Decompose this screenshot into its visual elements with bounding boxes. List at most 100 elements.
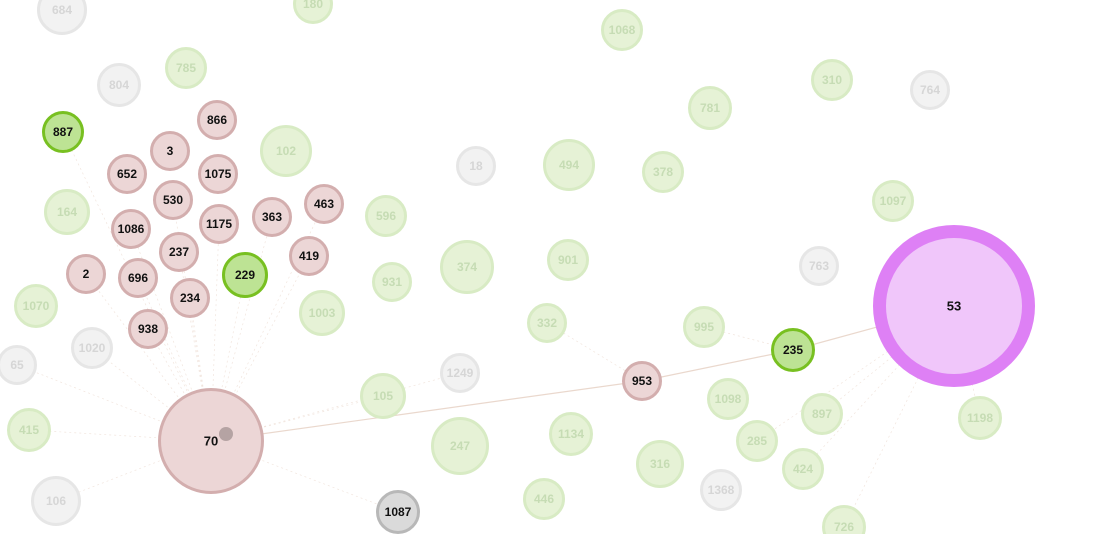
node-circle[interactable] [37, 0, 87, 35]
node-circle[interactable] [153, 180, 193, 220]
node-circle[interactable] [636, 440, 684, 488]
node-circle[interactable] [42, 111, 84, 153]
node-1098[interactable]: 1098 [707, 378, 749, 420]
node-494[interactable]: 494 [543, 139, 595, 191]
node-18[interactable]: 18 [456, 146, 496, 186]
node-circle[interactable] [707, 378, 749, 420]
node-1020[interactable]: 1020 [71, 327, 113, 369]
node-180[interactable]: 180 [293, 0, 333, 24]
node-897[interactable]: 897 [801, 393, 843, 435]
node-circle[interactable] [304, 184, 344, 224]
node-3[interactable]: 3 [150, 131, 190, 171]
node-1003[interactable]: 1003 [299, 290, 345, 336]
node-70[interactable]: 70 [158, 388, 264, 494]
node-circle[interactable] [293, 0, 333, 24]
node-763[interactable]: 763 [799, 246, 839, 286]
node-696[interactable]: 696 [118, 258, 158, 298]
node-circle[interactable] [299, 290, 345, 336]
node-781[interactable]: 781 [688, 86, 732, 130]
node-105[interactable]: 105 [360, 373, 406, 419]
node-234[interactable]: 234 [170, 278, 210, 318]
node-circle[interactable] [159, 232, 199, 272]
node-887[interactable]: 887 [42, 111, 84, 153]
node-circle[interactable] [549, 412, 593, 456]
node-415[interactable]: 415 [7, 408, 51, 452]
node-circle[interactable] [700, 469, 742, 511]
node-446[interactable]: 446 [523, 478, 565, 520]
node-1075[interactable]: 1075 [198, 154, 238, 194]
node-circle[interactable] [523, 478, 565, 520]
node-circle[interactable] [873, 225, 1035, 387]
node-circle[interactable] [622, 361, 662, 401]
node-circle[interactable] [872, 180, 914, 222]
node-684[interactable]: 684 [37, 0, 87, 35]
node-circle[interactable] [118, 258, 158, 298]
node-652[interactable]: 652 [107, 154, 147, 194]
node-circle[interactable] [440, 353, 480, 393]
node-circle[interactable] [31, 476, 81, 526]
node-circle[interactable] [44, 189, 90, 235]
node-circle[interactable] [7, 408, 51, 452]
node-1249[interactable]: 1249 [440, 353, 480, 393]
node-circle[interactable] [910, 70, 950, 110]
node-circle[interactable] [736, 420, 778, 462]
node-235[interactable]: 235 [771, 328, 815, 372]
node-circle[interactable] [360, 373, 406, 419]
node-circle[interactable] [822, 505, 866, 534]
node-866[interactable]: 866 [197, 100, 237, 140]
node-circle[interactable] [642, 151, 684, 193]
node-1134[interactable]: 1134 [549, 412, 593, 456]
node-1086[interactable]: 1086 [111, 209, 151, 249]
node-circle[interactable] [543, 139, 595, 191]
node-circle[interactable] [771, 328, 815, 372]
node-circle[interactable] [811, 59, 853, 101]
node-circle[interactable] [376, 490, 420, 534]
node-53[interactable]: 53 [873, 225, 1035, 387]
node-circle[interactable] [150, 131, 190, 171]
node-102[interactable]: 102 [260, 125, 312, 177]
node-1175[interactable]: 1175 [199, 204, 239, 244]
node-circle[interactable] [14, 284, 58, 328]
node-237[interactable]: 237 [159, 232, 199, 272]
node-circle[interactable] [372, 262, 412, 302]
node-circle[interactable] [252, 197, 292, 237]
node-circle[interactable] [0, 345, 37, 385]
node-374[interactable]: 374 [440, 240, 494, 294]
node-circle[interactable] [527, 303, 567, 343]
node-931[interactable]: 931 [372, 262, 412, 302]
node-circle[interactable] [440, 240, 494, 294]
node-circle[interactable] [158, 388, 264, 494]
node-circle[interactable] [128, 309, 168, 349]
node-circle[interactable] [958, 396, 1002, 440]
node-circle[interactable] [801, 393, 843, 435]
node-953[interactable]: 953 [622, 361, 662, 401]
node-1198[interactable]: 1198 [958, 396, 1002, 440]
node-circle[interactable] [456, 146, 496, 186]
node-995[interactable]: 995 [683, 306, 725, 348]
node-circle[interactable] [683, 306, 725, 348]
node-65[interactable]: 65 [0, 345, 37, 385]
node-1368[interactable]: 1368 [700, 469, 742, 511]
node-316[interactable]: 316 [636, 440, 684, 488]
node-804[interactable]: 804 [97, 63, 141, 107]
node-2[interactable]: 2 [66, 254, 106, 294]
node-1070[interactable]: 1070 [14, 284, 58, 328]
node-363[interactable]: 363 [252, 197, 292, 237]
node-424[interactable]: 424 [782, 448, 824, 490]
node-332[interactable]: 332 [527, 303, 567, 343]
node-circle[interactable] [71, 327, 113, 369]
node-circle[interactable] [289, 236, 329, 276]
node-247[interactable]: 247 [431, 417, 489, 475]
node-circle[interactable] [198, 154, 238, 194]
node-circle[interactable] [170, 278, 210, 318]
node-circle[interactable] [107, 154, 147, 194]
node-938[interactable]: 938 [128, 309, 168, 349]
node-circle[interactable] [165, 47, 207, 89]
node-circle[interactable] [365, 195, 407, 237]
node-419[interactable]: 419 [289, 236, 329, 276]
node-circle[interactable] [782, 448, 824, 490]
node-circle[interactable] [431, 417, 489, 475]
node-463[interactable]: 463 [304, 184, 344, 224]
node-785[interactable]: 785 [165, 47, 207, 89]
